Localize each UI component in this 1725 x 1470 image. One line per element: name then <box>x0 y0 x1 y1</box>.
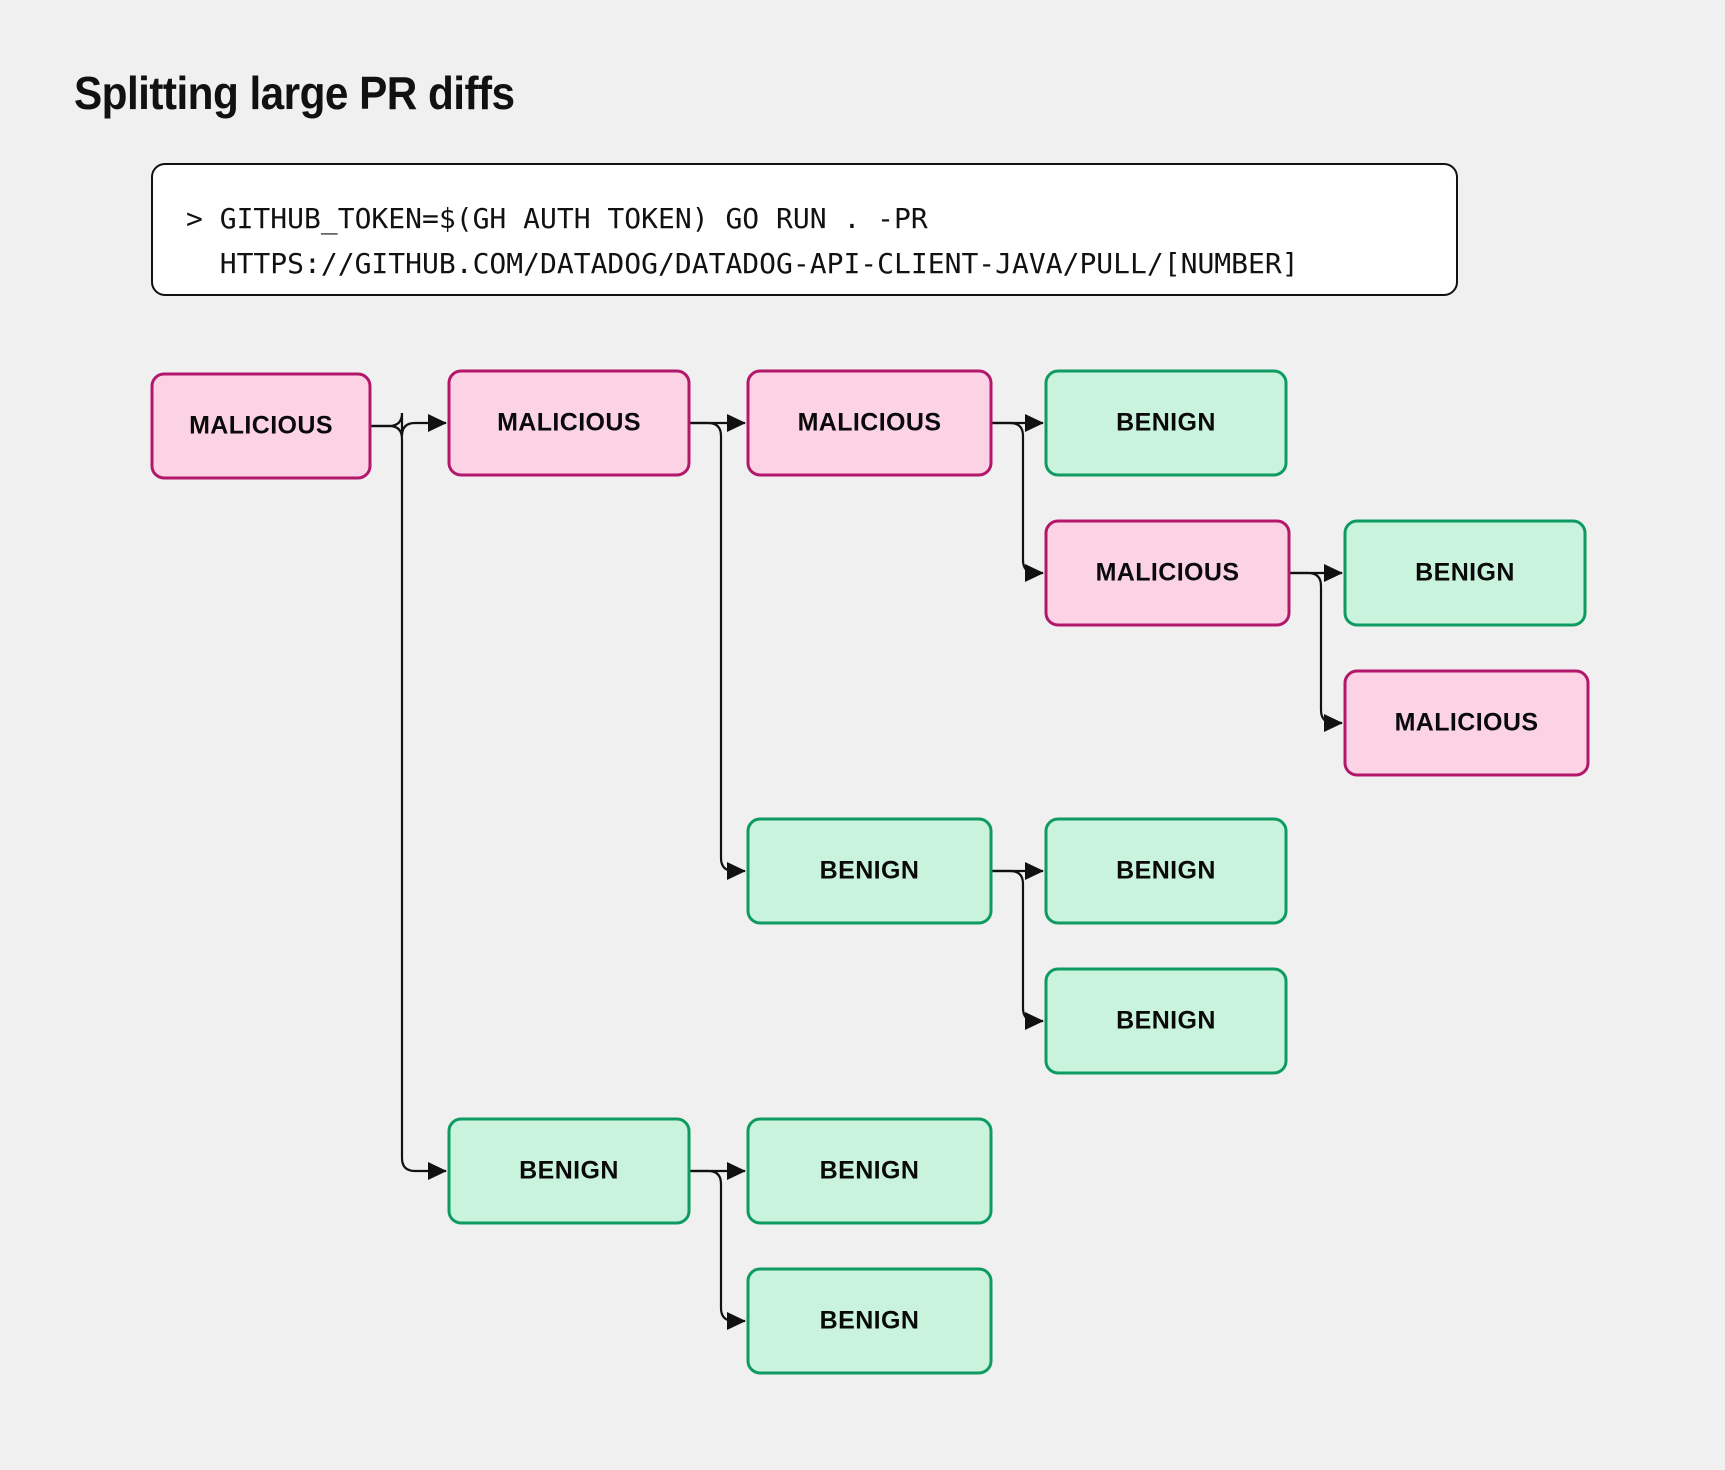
node-malicious-n4[interactable]: MALICIOUS <box>1044 519 1291 627</box>
node-label: BENIGN <box>1116 857 1216 885</box>
node-benign-n7[interactable]: BENIGN <box>746 817 993 925</box>
node-box <box>1044 967 1288 1075</box>
node-benign-n3[interactable]: BENIGN <box>1044 369 1288 477</box>
node-box <box>1343 669 1590 777</box>
connector-n0-to-n10 <box>370 424 447 1181</box>
node-label: MALICIOUS <box>1395 709 1539 737</box>
node-box <box>447 1117 691 1225</box>
connector-n10-to-n12 <box>689 1169 746 1331</box>
node-label: BENIGN <box>519 1157 619 1185</box>
node-label: BENIGN <box>1415 559 1515 587</box>
node-label: MALICIOUS <box>798 409 942 437</box>
connector-n4-to-n6 <box>1289 571 1343 733</box>
node-benign-n5[interactable]: BENIGN <box>1343 519 1587 627</box>
node-label: BENIGN <box>820 1307 920 1335</box>
node-box <box>447 369 691 477</box>
node-box <box>746 817 993 925</box>
node-box <box>150 372 372 480</box>
node-label: MALICIOUS <box>189 412 333 440</box>
node-benign-n9[interactable]: BENIGN <box>1044 967 1288 1075</box>
node-box <box>1044 817 1288 925</box>
connector-n7-to-n9 <box>991 869 1044 1031</box>
node-label: MALICIOUS <box>1096 559 1240 587</box>
node-box <box>1044 369 1288 477</box>
page-title: Splitting large PR diffs <box>74 67 515 119</box>
node-box <box>1044 519 1291 627</box>
node-malicious-n0[interactable]: MALICIOUS <box>150 372 372 480</box>
node-malicious-n2[interactable]: MALICIOUS <box>746 369 993 477</box>
node-benign-n11[interactable]: BENIGN <box>746 1117 993 1225</box>
node-benign-n12[interactable]: BENIGN <box>746 1267 993 1375</box>
node-box <box>746 1117 993 1225</box>
connector-n2-to-n4 <box>991 421 1044 583</box>
edge-layer <box>370 412 1343 1331</box>
node-label: BENIGN <box>820 857 920 885</box>
node-label: BENIGN <box>1116 1007 1216 1035</box>
terminal-command-block: > GITHUB_TOKEN=$(GH AUTH TOKEN) GO RUN .… <box>151 163 1458 296</box>
node-label: BENIGN <box>820 1157 920 1185</box>
node-malicious-n1[interactable]: MALICIOUS <box>447 369 691 477</box>
node-label: MALICIOUS <box>497 409 641 437</box>
node-label: BENIGN <box>1116 409 1216 437</box>
node-layer: MALICIOUS MALICIOUS MALICIOUS BENIGN MALICIO… <box>150 369 1590 1375</box>
connector-n1-to-n7 <box>689 421 746 881</box>
connector-n0-to-n1 <box>370 412 447 437</box>
node-box <box>746 369 993 477</box>
node-malicious-n6[interactable]: MALICIOUS <box>1343 669 1590 777</box>
node-box <box>746 1267 993 1375</box>
node-benign-n8[interactable]: BENIGN <box>1044 817 1288 925</box>
node-box <box>1343 519 1587 627</box>
node-benign-n10[interactable]: BENIGN <box>447 1117 691 1225</box>
terminal-command-text: > GITHUB_TOKEN=$(GH AUTH TOKEN) GO RUN .… <box>186 202 1299 280</box>
